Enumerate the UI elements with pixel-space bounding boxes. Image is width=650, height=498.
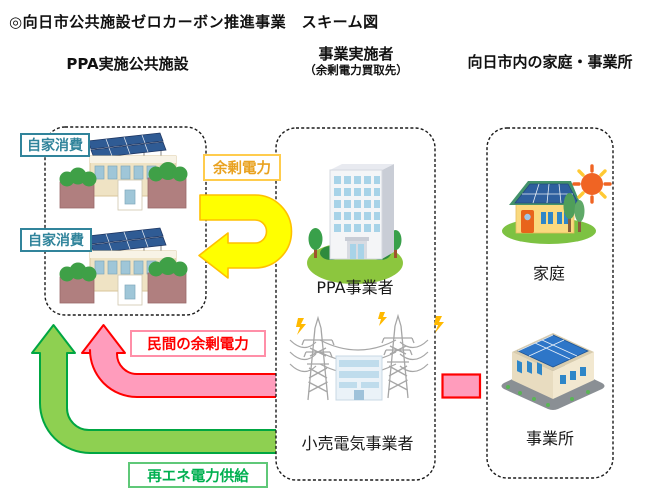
renewable-supply-label: 再エネ電力供給 — [128, 462, 268, 488]
self-consumption-label-2: 自家消費 — [20, 228, 92, 252]
sun-icon — [572, 164, 612, 204]
surplus-power-arrow — [198, 194, 293, 279]
household-caption: 家庭 — [532, 264, 565, 283]
surplus-power-label: 余剰電力 — [203, 154, 281, 181]
diagram-title: ◎向日市公共施設ゼロカーボン推進事業 スキーム図 — [9, 13, 379, 31]
solar-panel-icon — [514, 183, 579, 204]
lightning-icon — [296, 312, 444, 335]
self-consumption-label-1: 自家消費 — [20, 133, 90, 157]
column-header-business-operator: 事業実施者 — [318, 45, 394, 63]
office-tower-icon — [307, 164, 403, 284]
tree-icon — [563, 193, 585, 232]
power-plant-building-icon — [335, 355, 383, 401]
private-surplus-power-label: 民間の余剰電力 — [130, 330, 266, 357]
middle-group-box — [275, 127, 436, 481]
column-header-business-operator-sub: （余剰電力買取先） — [304, 63, 408, 77]
factory-building-icon — [501, 333, 605, 410]
retail-electric-caption: 小売電気事業者 — [301, 434, 414, 453]
ppa-operator-caption: PPA事業者 — [316, 278, 394, 297]
house-icon — [502, 164, 612, 244]
business-office-caption: 事業所 — [525, 429, 574, 448]
column-header-homes-offices: 向日市内の家庭・事業所 — [467, 53, 633, 71]
column-header-ppa-facilities: PPA実施公共施設 — [66, 55, 189, 73]
transmission-tower-icon — [289, 312, 444, 401]
private-surplus-arrow-segment — [441, 373, 482, 399]
